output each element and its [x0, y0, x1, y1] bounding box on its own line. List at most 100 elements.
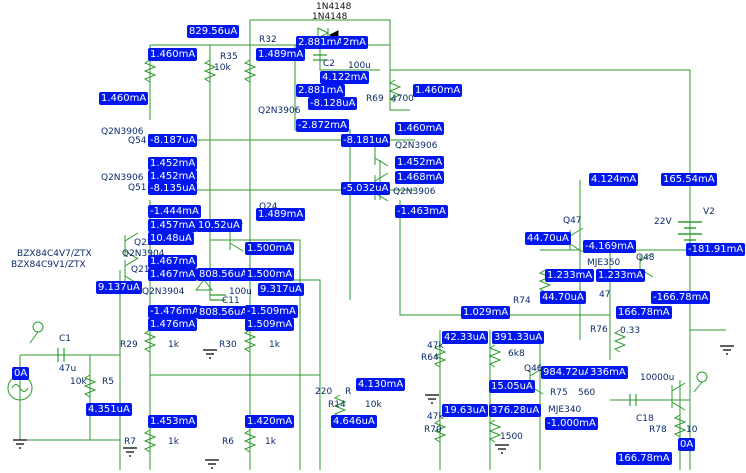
current-probe[interactable]: 1.467mA	[148, 268, 198, 281]
current-probe[interactable]: 10.52uA	[196, 219, 242, 232]
current-probe[interactable]: 808.56uA	[197, 268, 250, 281]
current-probe[interactable]: 44.70uA	[525, 232, 571, 245]
label-r32: R32	[259, 35, 277, 45]
label-v2-value: 22V	[654, 217, 672, 227]
current-probe[interactable]: 1.452mA	[148, 170, 198, 183]
current-probe[interactable]: 1.460mA	[148, 48, 198, 61]
label-r35: R35	[220, 52, 238, 62]
label-r30: R30	[219, 340, 237, 350]
current-probe[interactable]: 165.54mA	[661, 173, 717, 186]
current-probe[interactable]: -1.444mA	[148, 205, 201, 218]
label-r29-value: 1k	[168, 340, 179, 350]
current-probe[interactable]: 15.05uA	[489, 380, 535, 393]
current-probe[interactable]: 391.33uA	[492, 331, 545, 344]
current-probe[interactable]: 9.317uA	[258, 283, 304, 296]
label-q21-type: Q2N3904	[142, 287, 185, 297]
current-probe[interactable]: -166.78mA	[651, 291, 711, 304]
current-probe[interactable]: 166.78mA	[616, 452, 672, 465]
label-r64: R64	[421, 353, 439, 363]
current-probe[interactable]: -5.032uA	[341, 182, 391, 195]
label-r6-value: 1k	[265, 437, 276, 447]
label-zener-1: BZX84C4V7/ZTX	[17, 249, 92, 259]
current-probe[interactable]: 0A	[12, 367, 30, 380]
current-probe[interactable]: 2mA	[341, 36, 368, 49]
ground-symbols	[13, 345, 734, 469]
label-r74: R74	[513, 296, 531, 306]
current-probe[interactable]: -2.872mA	[296, 119, 349, 132]
current-probe[interactable]: 4.130mA	[356, 378, 406, 391]
current-probe[interactable]: 1.460mA	[413, 84, 463, 97]
current-probe[interactable]: 42.33uA	[442, 331, 488, 344]
label-1500: 1500	[500, 432, 523, 442]
label-c1: C1	[59, 334, 72, 344]
current-probe[interactable]: 1.467mA	[148, 255, 198, 268]
label-mje340: MJE340	[548, 405, 582, 415]
current-probe[interactable]: 10.48uA	[148, 232, 194, 245]
current-probe[interactable]: -4.169mA	[583, 240, 636, 253]
current-probe[interactable]: 166.78mA	[616, 306, 672, 319]
current-probe[interactable]: 9.137uA	[96, 281, 142, 294]
current-probe[interactable]: 1.509mA	[245, 318, 295, 331]
current-probe[interactable]: 829.56uA	[187, 25, 240, 38]
current-probe[interactable]: 4.351uA	[86, 403, 132, 416]
current-probe[interactable]: 984.72uA	[541, 366, 594, 379]
label-r78: R78	[649, 425, 667, 435]
current-probe[interactable]: 1.500mA	[245, 268, 295, 281]
current-probe[interactable]: 1.489mA	[256, 48, 306, 61]
current-probe[interactable]: -1.000mA	[545, 417, 598, 430]
label-q54: Q54	[128, 136, 147, 146]
current-probe[interactable]: -8.135uA	[148, 182, 198, 195]
current-probe[interactable]: 1.460mA	[395, 122, 445, 135]
current-probe[interactable]: 1.457mA	[148, 219, 198, 232]
current-probe[interactable]: 4.122mA	[320, 71, 370, 84]
label-r6: R6	[222, 437, 234, 447]
label-r7-value: 1k	[168, 437, 179, 447]
current-probe[interactable]: 1.453mA	[148, 415, 198, 428]
label-c18: C18	[636, 414, 654, 424]
label-r14-b: R	[345, 387, 352, 397]
current-probe[interactable]: 2.881mA	[296, 84, 346, 97]
current-probe[interactable]: 1.476mA	[148, 318, 198, 331]
current-probe[interactable]: 0A	[678, 438, 696, 451]
current-probe[interactable]: 1.029mA	[461, 306, 511, 319]
label-c11: C11	[222, 296, 240, 306]
current-probe[interactable]: 1.233mA	[596, 269, 646, 282]
current-probe[interactable]: 1.460mA	[99, 92, 149, 105]
current-probe[interactable]: -8.187uA	[148, 134, 198, 147]
current-probe[interactable]: 1.420mA	[245, 415, 295, 428]
current-probe[interactable]: 19.63uA	[442, 404, 488, 417]
current-probe[interactable]: -1.509mA	[245, 305, 298, 318]
label-r29: R29	[120, 340, 138, 350]
label-r14: R14	[328, 400, 346, 410]
label-q2n3906-b: Q2N3906	[395, 141, 438, 151]
label-r5-value: 10k	[70, 377, 87, 387]
label-zener-2: BZX84C9V1/ZTX	[11, 260, 86, 270]
current-probe[interactable]: 1.452mA	[148, 157, 198, 170]
label-r14-a: 220	[315, 387, 333, 397]
current-probe[interactable]: 4.124mA	[589, 173, 639, 186]
current-probe[interactable]: 376.28uA	[489, 404, 542, 417]
current-probe[interactable]: -1.476mA	[148, 305, 201, 318]
label-r64-value: 47k	[427, 341, 444, 351]
battery-v2	[678, 221, 702, 241]
current-probe[interactable]: 4.646uA	[331, 415, 377, 428]
current-probe[interactable]: -8.128uA	[308, 97, 358, 110]
current-probe[interactable]: 44.70uA	[540, 291, 586, 304]
label-r14-value: 10k	[365, 400, 382, 410]
ac-source	[7, 321, 708, 401]
current-probe[interactable]: -181.91mA	[686, 243, 746, 256]
current-probe[interactable]: 1.500mA	[245, 242, 295, 255]
current-probe[interactable]: 808.56uA	[197, 306, 250, 319]
current-probe[interactable]: 1.489mA	[256, 208, 306, 221]
current-probe[interactable]: 336mA	[588, 366, 628, 379]
current-probe[interactable]: 1.233mA	[545, 269, 595, 282]
current-probe[interactable]: 2.881mA	[296, 36, 346, 49]
label-6k8: 6k8	[508, 349, 525, 359]
current-probe[interactable]: 1.468mA	[395, 171, 445, 184]
capacitor-symbols	[57, 54, 637, 406]
current-probe[interactable]: -8.181uA	[341, 134, 391, 147]
current-probe[interactable]: 1.452mA	[395, 156, 445, 169]
resistor-symbols	[83, 59, 687, 453]
current-probe[interactable]: -1.463mA	[395, 205, 448, 218]
label-c2-value: 100u	[348, 61, 371, 71]
